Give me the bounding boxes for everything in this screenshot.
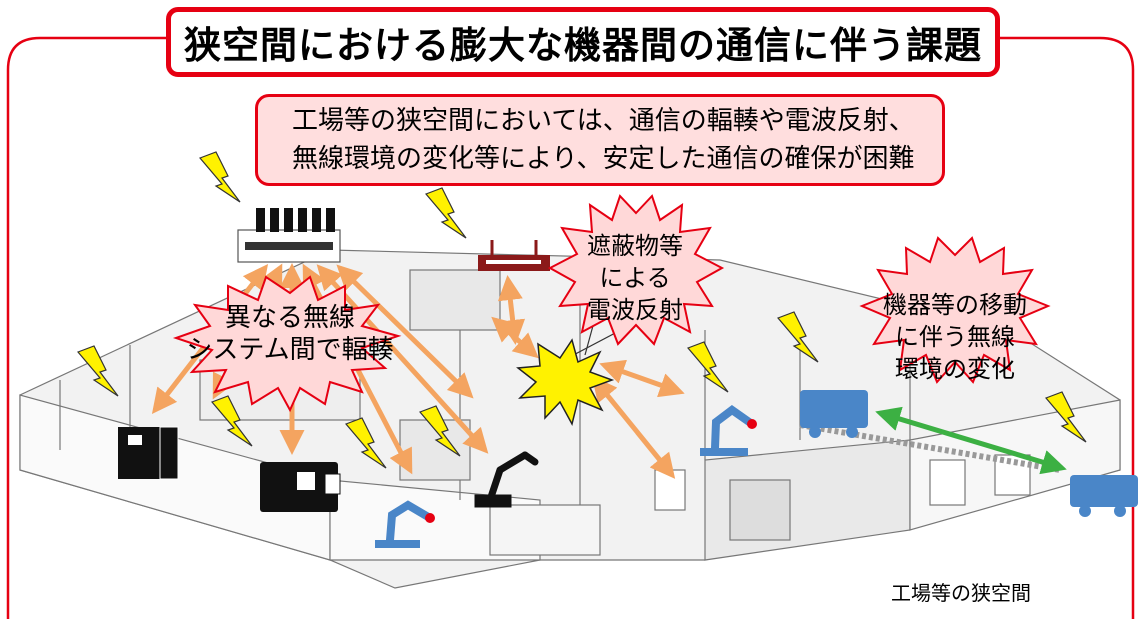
title-box: 狭空間における膨大な機器間の通信に伴う課題	[166, 7, 1000, 77]
reflection-burst-icon	[516, 338, 615, 427]
outer-frame	[6, 36, 1135, 619]
factory-caption: 工場等の狭空間	[891, 581, 1031, 605]
note-line-2: 無線環境の変化等により、安定した通信の確保が困難	[292, 144, 915, 174]
robot-arm-icon-blue-right	[700, 405, 757, 456]
cnc-machine-icon-center	[260, 462, 341, 512]
interference-label: 異なる無線 システム間で輻輳	[145, 302, 435, 366]
movement-burst	[859, 236, 1051, 384]
reflection-label: 遮蔽物等 による 電波反射	[560, 230, 710, 326]
interference-label-line-2: システム間で輻輳	[186, 335, 394, 365]
reflection-burst	[547, 194, 725, 346]
movement-arrow	[875, 406, 1067, 475]
movement-label-line-2: に伴う無線	[895, 323, 1015, 351]
agv-cart-icon-center	[800, 390, 868, 438]
agv-cart-icon-right	[1070, 475, 1138, 517]
cnc-machine-icon-left	[118, 426, 179, 480]
note-line-1: 工場等の狭空間においては、通信の輻輳や電波反射、	[292, 106, 915, 136]
movement-label-line-3: 環境の変化	[895, 355, 1015, 383]
reflection-label-line-3: 電波反射	[587, 296, 683, 324]
network-switch-icon	[237, 208, 341, 263]
robot-arm-icon-blue-left	[375, 500, 435, 548]
reflection-label-line-2: による	[599, 264, 671, 292]
reflection-label-line-1: 遮蔽物等	[587, 232, 683, 260]
interference-label-line-1: 異なる無線	[224, 303, 355, 333]
robot-arm-icon-black	[474, 451, 539, 508]
movement-label-line-1: 機器等の移動	[883, 291, 1027, 319]
interference-burst	[172, 275, 402, 413]
movement-label: 機器等の移動 に伴う無線 環境の変化	[855, 289, 1055, 385]
page-title: 狭空間における膨大な機器間の通信に伴う課題	[184, 24, 982, 67]
wireless-router-icon	[478, 240, 550, 271]
note-box: 工場等の狭空間においては、通信の輻輳や電波反射、 無線環境の変化等により、安定し…	[255, 94, 945, 186]
